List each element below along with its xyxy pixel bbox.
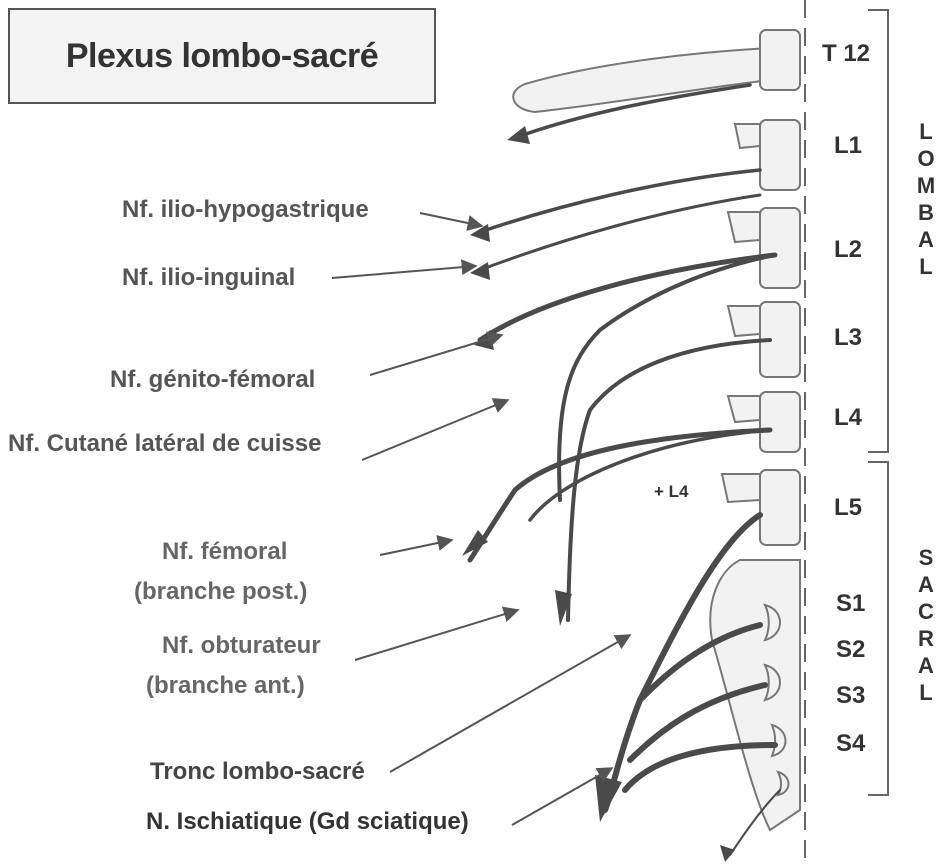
nerves — [470, 85, 780, 855]
label-plus-l4: + L4 — [654, 482, 689, 502]
vertebra-l2-label: L2 — [834, 236, 862, 264]
vertebral-bodies — [722, 30, 800, 545]
vertebra-l4-label: L4 — [834, 404, 862, 432]
label-tronc-lombo-sacre: Tronc lombo-sacré — [150, 758, 365, 786]
label-obturateur: Nf. obturateur — [162, 632, 321, 660]
vertebra-l3-label: L3 — [834, 324, 862, 352]
label-ilio-inguinal: Nf. ilio-inguinal — [122, 264, 295, 292]
label-ilio-hypogastrique: Nf. ilio-hypogastrique — [122, 196, 369, 224]
label-obturateur-branch: (branche ant.) — [146, 672, 305, 700]
label-genito-femoral: Nf. génito-fémoral — [110, 366, 315, 394]
label-femoral-branch: (branche post.) — [134, 578, 307, 606]
vertebra-s3-label: S3 — [836, 682, 865, 710]
vertebra-t12-label: T 12 — [822, 40, 870, 68]
label-ischiatique: N. Ischiatique (Gd sciatique) — [146, 808, 469, 836]
vertebra-s2-label: S2 — [836, 636, 865, 664]
vertebra-l5-label: L5 — [834, 494, 862, 522]
vertebra-s1-label: S1 — [836, 590, 865, 618]
label-femoral: Nf. fémoral — [162, 538, 287, 566]
sacral-bracket — [868, 462, 888, 795]
vertebra-l1-label: L1 — [834, 132, 862, 160]
lombal-bracket — [868, 10, 888, 452]
label-pointers — [332, 213, 630, 825]
vertebra-s4-label: S4 — [836, 730, 865, 758]
label-cutane-lateral: Nf. Cutané latéral de cuisse — [8, 430, 321, 458]
